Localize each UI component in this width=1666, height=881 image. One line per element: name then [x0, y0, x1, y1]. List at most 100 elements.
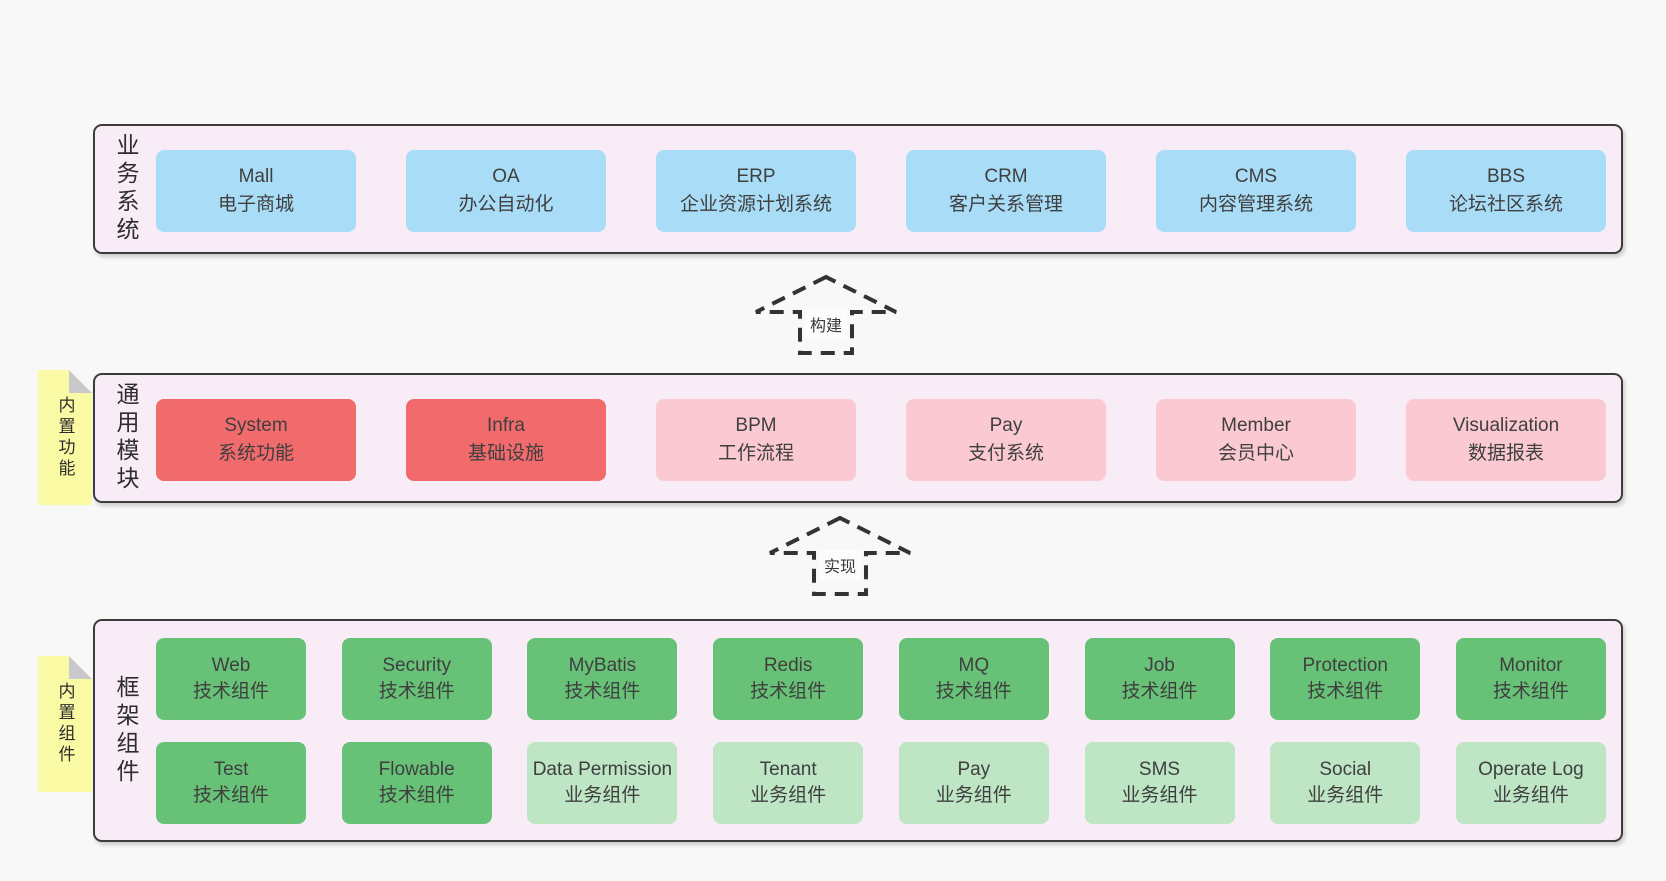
- sticky-note-builtin-components: 内置组件: [38, 656, 92, 792]
- box-subtitle: 技术组件: [750, 681, 827, 702]
- box-name: Operate Log: [1478, 759, 1584, 780]
- box-name: Flowable: [378, 759, 455, 780]
- box-job: Job 技术组件: [1084, 638, 1235, 720]
- box-oa: OA 办公自动化: [406, 150, 606, 232]
- sticky-note-label: 内置功能: [55, 395, 75, 480]
- box-pay-system: Pay 支付系统: [906, 399, 1106, 481]
- box-visualization: Visualization 数据报表: [1406, 399, 1606, 481]
- box-name: Member: [1221, 415, 1291, 436]
- box-name: Monitor: [1499, 655, 1563, 676]
- box-subtitle: 数据报表: [1467, 443, 1544, 464]
- box-subtitle: 会员中心: [1217, 443, 1294, 464]
- box-subtitle: 内容管理系统: [1198, 194, 1313, 215]
- box-mq: MQ 技术组件: [898, 638, 1049, 720]
- box-web: Web 技术组件: [156, 638, 306, 720]
- framework-components-row-2: Test 技术组件 Flowable 技术组件 Data Permission …: [156, 742, 1606, 824]
- box-name: Redis: [763, 655, 813, 676]
- box-subtitle: 业务组件: [1307, 785, 1384, 806]
- box-subtitle: 企业资源计划系统: [679, 194, 832, 215]
- business-systems-row: Mall 电子商城 OA 办公自动化 ERP 企业资源计划系统 CRM 客户关系…: [156, 150, 1606, 232]
- box-crm: CRM 客户关系管理: [906, 150, 1106, 232]
- box-subtitle: 客户关系管理: [948, 194, 1063, 215]
- box-tenant: Tenant 业务组件: [713, 742, 864, 824]
- box-name: Test: [213, 759, 249, 780]
- box-subtitle: 工作流程: [717, 443, 794, 464]
- box-protection: Protection 技术组件: [1270, 638, 1421, 720]
- box-subtitle: 技术组件: [192, 681, 269, 702]
- layer-label-business-systems: 业务系统: [113, 133, 139, 245]
- box-subtitle: 业务组件: [935, 785, 1012, 806]
- box-name: Mall: [238, 166, 274, 187]
- box-name: ERP: [736, 166, 776, 187]
- box-mall: Mall 电子商城: [156, 150, 356, 232]
- box-redis: Redis 技术组件: [713, 638, 864, 720]
- framework-components-row-1: Web 技术组件 Security 技术组件 MyBatis 技术组件 Redi…: [156, 638, 1606, 720]
- box-name: Job: [1144, 655, 1175, 676]
- box-mybatis: MyBatis 技术组件: [527, 638, 678, 720]
- box-monitor: Monitor 技术组件: [1455, 638, 1606, 720]
- box-name: System: [224, 415, 288, 436]
- box-flowable: Flowable 技术组件: [341, 742, 492, 824]
- sticky-note-label: 内置组件: [55, 682, 75, 766]
- layer-label-common-modules: 通用模块: [113, 382, 139, 494]
- box-name: MQ: [958, 655, 990, 676]
- box-social: Social 业务组件: [1270, 742, 1421, 824]
- layer-panel-framework-components: 框架组件 Web 技术组件 Security 技术组件 MyBatis 技术组件…: [93, 619, 1623, 842]
- box-subtitle: 技术组件: [378, 785, 455, 806]
- box-name: Pay: [957, 759, 991, 780]
- box-name: Tenant: [759, 759, 817, 780]
- box-subtitle: 技术组件: [1492, 681, 1569, 702]
- box-name: Infra: [486, 415, 526, 436]
- up-arrow-implement-icon: [769, 515, 911, 596]
- box-name: Protection: [1302, 655, 1388, 676]
- box-bpm: BPM 工作流程: [656, 399, 856, 481]
- box-name: Security: [382, 655, 452, 676]
- box-name: Visualization: [1452, 415, 1560, 436]
- arrow-implement-label: 实现: [818, 550, 862, 580]
- box-security: Security 技术组件: [341, 638, 492, 720]
- box-sms: SMS 业务组件: [1084, 742, 1235, 824]
- box-test: Test 技术组件: [156, 742, 306, 824]
- box-member: Member 会员中心: [1156, 399, 1356, 481]
- box-subtitle: 业务组件: [750, 785, 827, 806]
- sticky-note-builtin-functions: 内置功能: [38, 370, 92, 505]
- box-name: CMS: [1234, 166, 1278, 187]
- box-subtitle: 技术组件: [192, 785, 269, 806]
- box-subtitle: 业务组件: [564, 785, 641, 806]
- box-subtitle: 论坛社区系统: [1448, 194, 1563, 215]
- box-subtitle: 办公自动化: [458, 194, 554, 215]
- box-operate-log: Operate Log 业务组件: [1455, 742, 1606, 824]
- box-cms: CMS 内容管理系统: [1156, 150, 1356, 232]
- box-subtitle: 技术组件: [564, 681, 641, 702]
- box-name: SMS: [1138, 759, 1181, 780]
- box-bbs: BBS 论坛社区系统: [1406, 150, 1606, 232]
- box-name: MyBatis: [568, 655, 637, 676]
- box-subtitle: 支付系统: [967, 443, 1044, 464]
- box-subtitle: 技术组件: [1121, 681, 1198, 702]
- up-arrow-build-icon: [755, 274, 897, 355]
- arrow-build-label: 构建: [804, 309, 848, 339]
- box-subtitle: 技术组件: [378, 681, 455, 702]
- box-subtitle: 系统功能: [217, 443, 294, 464]
- box-subtitle: 基础设施: [467, 443, 544, 464]
- layer-panel-common-modules: 通用模块 System 系统功能 Infra 基础设施 BPM 工作流程 Pay…: [93, 373, 1623, 503]
- box-name: Social: [1319, 759, 1372, 780]
- box-subtitle: 电子商城: [217, 194, 294, 215]
- box-name: CRM: [984, 166, 1028, 187]
- box-system: System 系统功能: [156, 399, 356, 481]
- layer-label-framework-components: 框架组件: [113, 674, 139, 787]
- box-name: Web: [211, 655, 251, 676]
- box-subtitle: 业务组件: [1492, 785, 1569, 806]
- box-subtitle: 技术组件: [935, 681, 1012, 702]
- box-infra: Infra 基础设施: [406, 399, 606, 481]
- box-name: OA: [492, 166, 520, 187]
- box-data-permission: Data Permission 业务组件: [527, 742, 678, 824]
- box-erp: ERP 企业资源计划系统: [656, 150, 856, 232]
- box-subtitle: 业务组件: [1121, 785, 1198, 806]
- box-name: BBS: [1486, 166, 1526, 187]
- box-subtitle: 技术组件: [1307, 681, 1384, 702]
- box-name: BPM: [735, 415, 777, 436]
- layer-panel-business-systems: 业务系统 Mall 电子商城 OA 办公自动化 ERP 企业资源计划系统 CRM…: [93, 124, 1623, 254]
- box-name: Data Permission: [532, 759, 673, 780]
